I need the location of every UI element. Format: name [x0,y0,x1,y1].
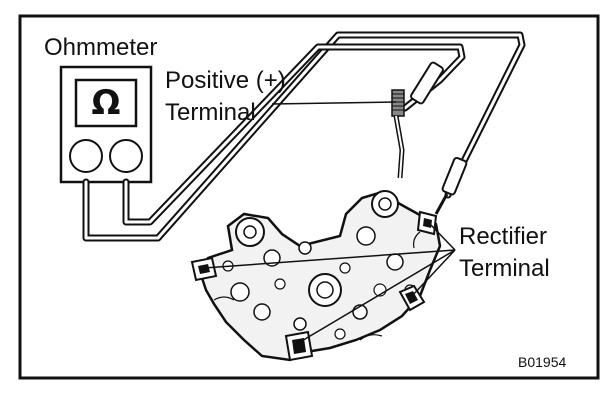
lead-positive-core [124,45,464,224]
rectifier-holder [198,190,442,362]
rectifier-terminal-label-line2: Terminal [459,255,550,282]
rectifier-leader-left [203,249,456,269]
negative-probe [434,156,468,215]
ohmmeter-label: Ohmmeter [44,34,158,61]
ohmmeter-jack-right [109,139,143,173]
ohmmeter [59,65,153,184]
positive-probe [391,61,444,179]
figure-frame [18,14,600,380]
positive-terminal-label-line2: Terminal [165,99,256,126]
leader-lines [203,101,456,343]
figure-code: B01954 [518,354,567,370]
positive-terminal-leader [271,101,397,105]
rectifier-leader-bottom [299,249,456,343]
rectifier-terminal-label-line1: Rectifier [459,223,548,250]
ohm-symbol: Ω [91,83,121,123]
ohmmeter-display [74,78,138,128]
positive-terminal-label-line1: Positive (+) [165,67,286,94]
rectifier-leader-top [429,223,456,251]
lead-negative-core [84,33,524,240]
ohmmeter-jack-left [69,139,103,173]
test-leads [82,31,526,242]
probes [391,61,468,215]
rectifier-leader-right [411,249,456,297]
